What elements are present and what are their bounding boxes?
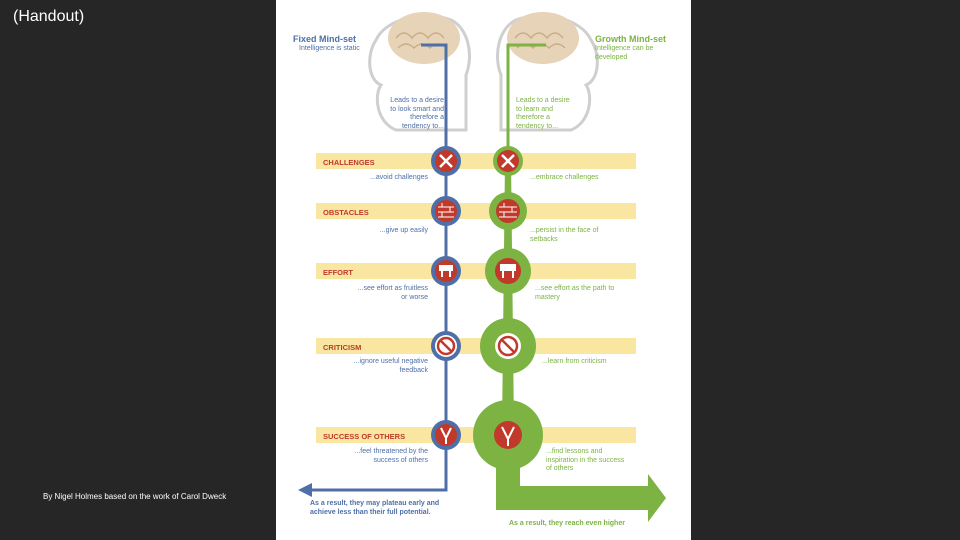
growth-criticism-text: ...learn from criticism — [542, 358, 607, 365]
fixed-challenges-text: ...avoid challenges — [370, 174, 428, 181]
mindset-infographic: Fixed Mind-set Growth Mind-set Intellige… — [276, 0, 691, 540]
category-challenges: CHALLENGES — [323, 158, 375, 167]
category-obstacles: OBSTACLES — [323, 208, 369, 217]
growth-mindset-subtitle: Intelligence can be developed — [595, 45, 654, 61]
growth-lead-text: Leads to a desire to learn and therefore… — [516, 97, 570, 130]
fixed-effort-text: ...see effort as fruitless or worse — [357, 285, 428, 301]
fixed-criticism-text: ...ignore useful negative feedback — [353, 358, 428, 374]
credit-text: By Nigel Holmes based on the work of Car… — [43, 492, 227, 501]
slide-title: (Handout) — [13, 8, 85, 25]
growth-result-text: As a result, they reach even higher — [509, 520, 625, 527]
growth-success-text: ...find lessons and inspiration in the s… — [546, 448, 625, 472]
growth-effort-text: ...see effort as the path to mastery — [535, 285, 615, 301]
infographic-graphic — [298, 12, 666, 522]
fixed-mindset-title: Fixed Mind-set — [293, 34, 357, 44]
fixed-mindset-subtitle: Intelligence is static — [299, 45, 360, 52]
category-success-of-others: SUCCESS OF OTHERS — [323, 432, 406, 441]
growth-nodes — [473, 146, 543, 470]
growth-challenges-text: ...embrace challenges — [530, 174, 599, 181]
category-effort: EFFORT — [323, 268, 353, 277]
fixed-success-text: ...feel threatened by the success of oth… — [354, 448, 428, 464]
fixed-lead-text: Leads to a desire to look smart and ther… — [390, 97, 444, 130]
fixed-nodes — [431, 146, 461, 450]
growth-obstacles-text: ...persist in the face of setbacks — [530, 227, 599, 243]
fixed-obstacles-text: ...give up easily — [379, 227, 428, 234]
fixed-result-text: As a result, they may plateau early and … — [310, 500, 440, 516]
growth-mindset-title: Growth Mind-set — [595, 34, 666, 44]
category-bands — [316, 153, 636, 443]
category-criticism: CRITICISM — [323, 343, 362, 352]
